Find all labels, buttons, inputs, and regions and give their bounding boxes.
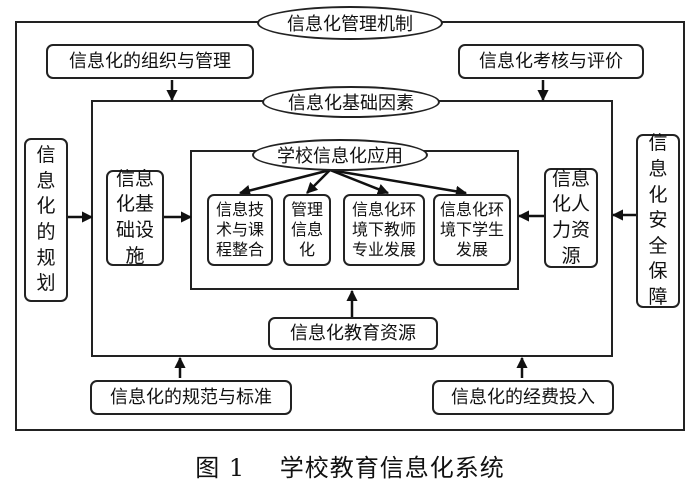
application-item-2: 管理信息化 [283,194,331,266]
application-item-4: 信息化环境下学生发展 [433,194,511,266]
evaluation-box: 信息化考核与评价 [458,44,644,79]
base-factors-ellipse: 信息化基础因素 [262,86,440,118]
infrastructure-box: 信息化基础设施 [106,168,164,267]
caption-label: 图 1 [195,454,246,482]
branch-line-2 [306,169,331,194]
funding-box: 信息化的经费投入 [432,380,614,415]
standards-box: 信息化的规范与标准 [90,380,292,415]
caption-title: 学校教育信息化系统 [279,454,505,482]
branch-line-4 [329,168,468,197]
management-mechanism-ellipse: 信息化管理机制 [257,6,443,40]
application-item-1: 信息技术与课程整合 [207,194,273,266]
security-box: 信息化安全保障 [636,132,680,308]
branch-line-3 [329,168,390,195]
edu-resources-box: 信息化教育资源 [268,317,438,350]
figure-caption: 图 1 学校教育信息化系统 [0,448,700,483]
planning-box: 信息化的规划 [24,138,68,302]
school-application-ellipse: 学校信息化应用 [252,139,428,171]
branch-line-1 [238,168,331,196]
org-management-box: 信息化的组织与管理 [46,44,254,79]
application-item-3: 信息化环境下教师专业发展 [343,194,425,266]
human-resources-box: 信息化人力资源 [544,168,598,268]
